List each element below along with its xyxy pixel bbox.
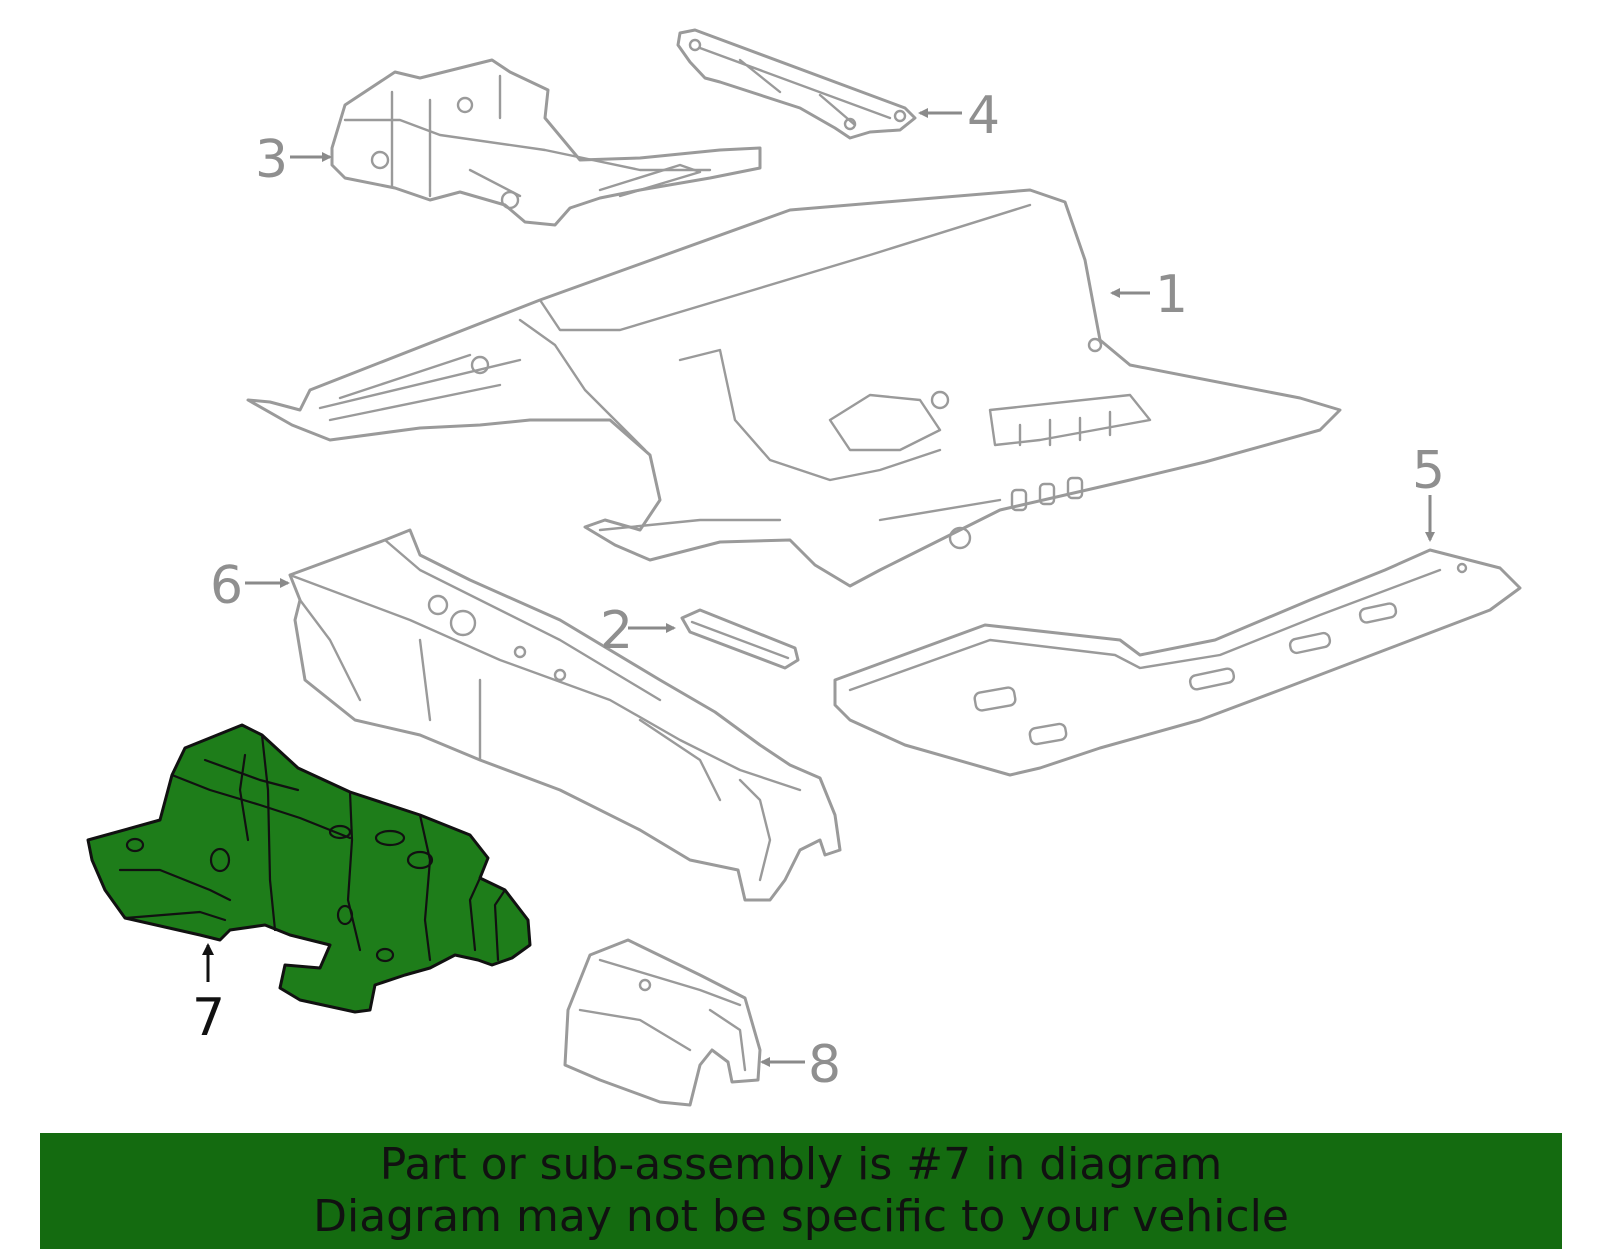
callout-4: 4 xyxy=(967,86,1000,146)
part-3-crossmember xyxy=(330,58,762,227)
callout-numbers: 1 2 3 4 5 6 7 8 xyxy=(192,86,1445,1095)
callout-5: 5 xyxy=(1412,441,1445,501)
callout-8: 8 xyxy=(808,1035,841,1095)
callout-2: 2 xyxy=(600,601,633,661)
banner-line-1: Part or sub-assembly is #7 in diagram xyxy=(379,1139,1223,1190)
banner-line-2: Diagram may not be specific to your vehi… xyxy=(313,1191,1289,1242)
leader-arrows xyxy=(202,108,1435,1067)
callout-6: 6 xyxy=(210,556,243,616)
part-5-rear-floor xyxy=(833,548,1522,777)
info-banner: Part or sub-assembly is #7 in diagram Di… xyxy=(40,1133,1562,1249)
part-2-plate xyxy=(680,608,800,670)
callout-7: 7 xyxy=(192,988,225,1048)
part-6-tunnel xyxy=(288,528,842,902)
part-1-floor-pan xyxy=(246,188,1342,588)
part-7-heat-shield-highlighted xyxy=(86,723,532,1014)
part-8-heat-shield xyxy=(563,938,762,1107)
part-4-bar xyxy=(676,28,917,140)
callout-3: 3 xyxy=(255,130,288,190)
callout-1: 1 xyxy=(1155,265,1188,325)
